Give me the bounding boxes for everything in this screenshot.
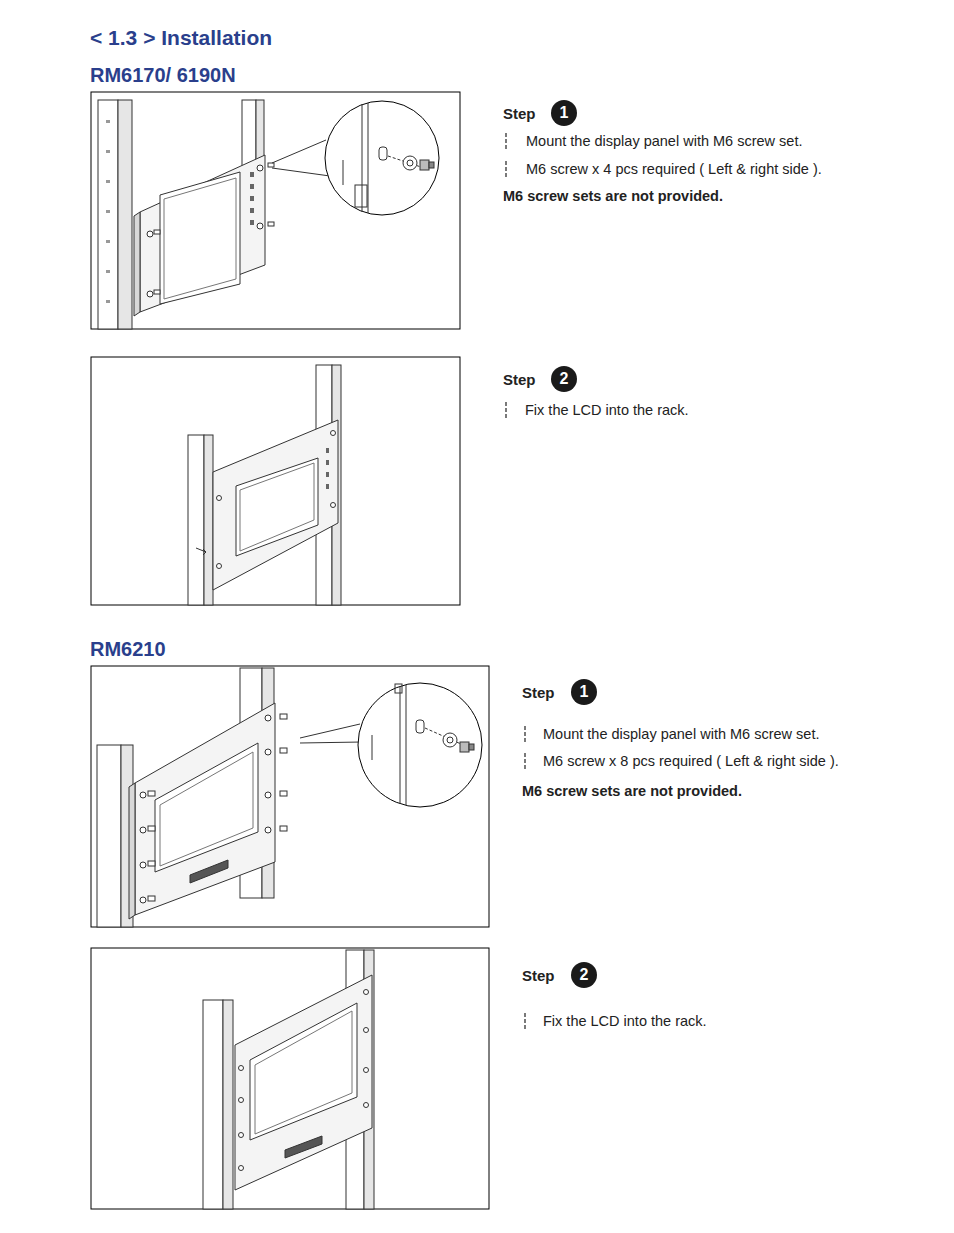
rm6210-step1-figure [91, 666, 489, 927]
section-heading: RM6210 [90, 637, 166, 661]
page-title: < 1.3 > Installation [90, 25, 272, 50]
step-word: Step [522, 967, 555, 985]
step-number: 1 [560, 104, 569, 122]
step-word: Step [522, 684, 555, 702]
step-number: 2 [560, 370, 569, 388]
rm6210-step2-figure [91, 948, 489, 1209]
note-text: M6 screw sets are not provided. [503, 188, 723, 205]
step-word: Step [503, 371, 536, 389]
instruction-text: Fix the LCD into the rack. [543, 1013, 707, 1030]
instruction-text: Mount the display panel with M6 screw se… [526, 133, 802, 150]
step-number-badge: 1 [571, 679, 597, 705]
step-number: 2 [580, 966, 589, 984]
rm6170-step1-figure [91, 92, 460, 329]
step-word: Step [503, 105, 536, 123]
step-number-badge: 2 [571, 962, 597, 988]
step-number-badge: 2 [551, 366, 577, 392]
step-number-badge: 1 [551, 100, 577, 126]
instruction-text: M6 screw x 8 pcs required ( Left & right… [543, 753, 839, 770]
rm6170-step2-figure [91, 357, 460, 605]
bullet-bars [506, 133, 525, 1031]
step-number: 1 [580, 683, 589, 701]
section-heading: RM6170/ 6190N [90, 63, 236, 87]
instruction-text: Mount the display panel with M6 screw se… [543, 726, 819, 743]
note-text: M6 screw sets are not provided. [522, 783, 742, 800]
instruction-text: M6 screw x 4 pcs required ( Left & right… [526, 161, 822, 178]
instruction-text: Fix the LCD into the rack. [525, 402, 689, 419]
